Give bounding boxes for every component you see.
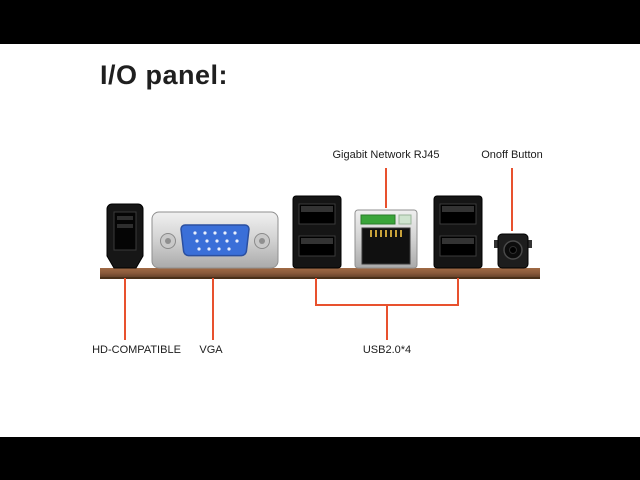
rj45-port-icon bbox=[354, 209, 418, 269]
pcb-board-edge bbox=[100, 268, 540, 279]
label-onoff-button: Onoff Button bbox=[481, 149, 543, 161]
vga-port-icon bbox=[151, 211, 279, 269]
callout-lines bbox=[124, 168, 513, 340]
page-title: I/O panel: bbox=[100, 60, 229, 90]
label-hd-compatible: HD-COMPATIBLE bbox=[92, 344, 181, 356]
label-vga: VGA bbox=[199, 344, 223, 356]
letterbox-top bbox=[0, 0, 640, 44]
label-gigabit-network-rj45: Gigabit Network RJ45 bbox=[332, 149, 440, 161]
usb-stack-left-icon bbox=[292, 195, 342, 269]
hdmi-port-icon bbox=[106, 203, 144, 269]
usb-stack-right-icon bbox=[433, 195, 483, 269]
power-button-icon bbox=[494, 233, 532, 269]
letterbox-bottom bbox=[0, 437, 640, 480]
label-usb2-0x4: USB2.0*4 bbox=[362, 344, 412, 356]
